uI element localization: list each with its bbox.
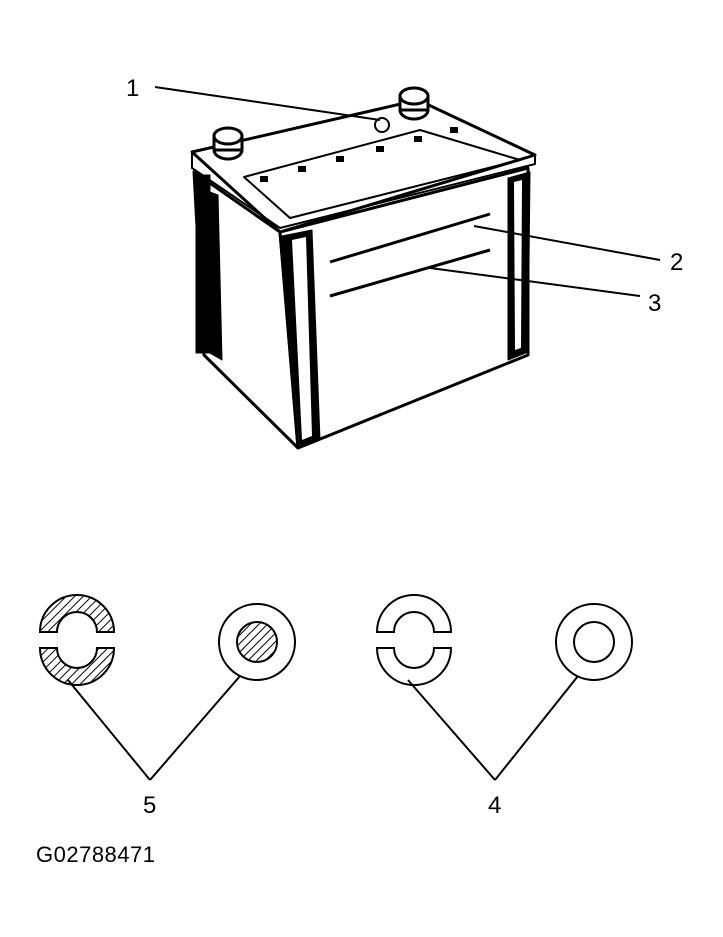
callout-3: 3: [648, 290, 661, 317]
charge-indicator-eye: [374, 117, 390, 133]
negative-terminal: [212, 126, 244, 161]
battery-front-face: [278, 166, 530, 450]
battery-lid-rim: [243, 129, 521, 219]
battery-vent-caps: [260, 127, 458, 182]
callout-2: 2: [670, 249, 683, 276]
callout-5: 5: [143, 792, 156, 819]
figure-id-label: G02788471: [36, 842, 156, 867]
indicator-view-4a: [375, 594, 453, 686]
indicator-leader-lines: [67, 675, 579, 781]
callout-1: 1: [126, 75, 139, 102]
indicator-view-5a: [38, 594, 116, 686]
battery-leader-lines: [154, 86, 661, 297]
callout-4: 4: [488, 792, 501, 819]
indicator-view-4b: [555, 603, 633, 681]
indicator-view-5b: [218, 603, 296, 681]
positive-terminal: [398, 86, 430, 121]
battery-illustration: [190, 86, 537, 450]
